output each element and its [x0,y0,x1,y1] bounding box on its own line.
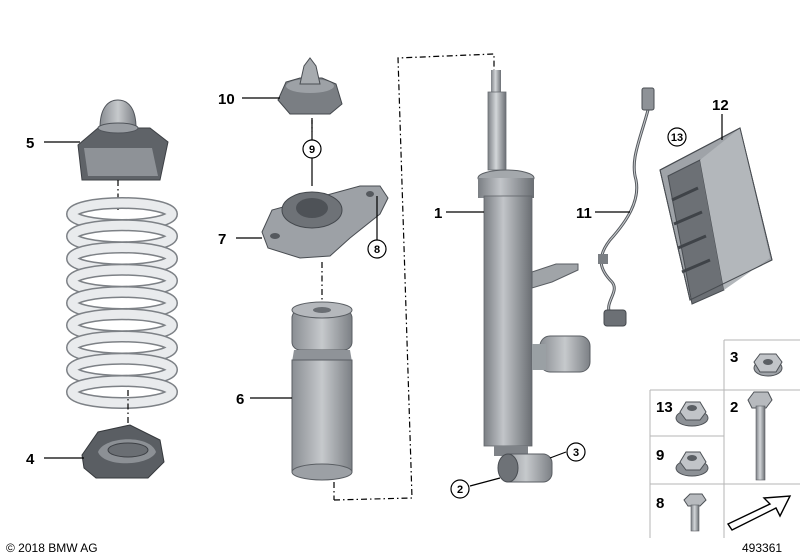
spring-coil-highlight [67,376,177,408]
svg-text:2: 2 [457,484,463,496]
flange-nut-13-part [675,401,709,427]
part-label-7: 7 [218,231,226,248]
hex-bolt-2-part [747,391,773,481]
part-label-12: 12 [712,97,729,114]
grid-label-3: 3 [730,349,738,366]
copyright-text: © 2018 BMW AG [6,541,98,555]
part-label-10: 10 [218,91,235,108]
grid-label-9: 9 [656,447,664,464]
top-mount-cap-part [277,57,343,115]
part-label-4: 4 [26,451,35,468]
part-label-6: 6 [236,391,244,408]
svg-text:8: 8 [374,244,380,256]
grid-label-2: 2 [730,399,738,416]
circled-label-2: 2 [450,479,470,499]
spring-upper-seat-part [77,99,169,181]
circled-label-13: 13 [667,127,687,147]
circled-label-9: 9 [302,139,322,159]
svg-text:13: 13 [671,132,683,144]
svg-text:3: 3 [573,447,579,459]
diagram-number: 493361 [742,541,782,555]
shock-absorber-part [477,70,591,483]
leader-lines [44,97,723,487]
hardware-grid [649,339,800,538]
dust-boot-part [291,301,353,481]
sensor-cable-part [598,87,655,327]
part-label-11: 11 [576,205,592,222]
part-label-1: 1 [434,205,442,222]
direction-arrow-icon [726,495,792,531]
coil-spring-part [66,197,178,409]
top-strut-mount-part [261,185,389,259]
circled-label-3: 3 [566,442,586,462]
flange-nut-9-part [675,451,709,477]
assembly-bracket [333,53,495,501]
grid-label-8: 8 [656,495,664,512]
grid-label-13: 13 [656,399,673,416]
part-label-5: 5 [26,135,34,152]
screw-8-part [683,493,707,532]
circled-label-8: 8 [367,239,387,259]
control-unit-part [659,127,773,305]
spring-lower-pad-part [81,424,165,479]
hex-nut-3-part [753,353,783,377]
svg-text:9: 9 [309,144,315,156]
